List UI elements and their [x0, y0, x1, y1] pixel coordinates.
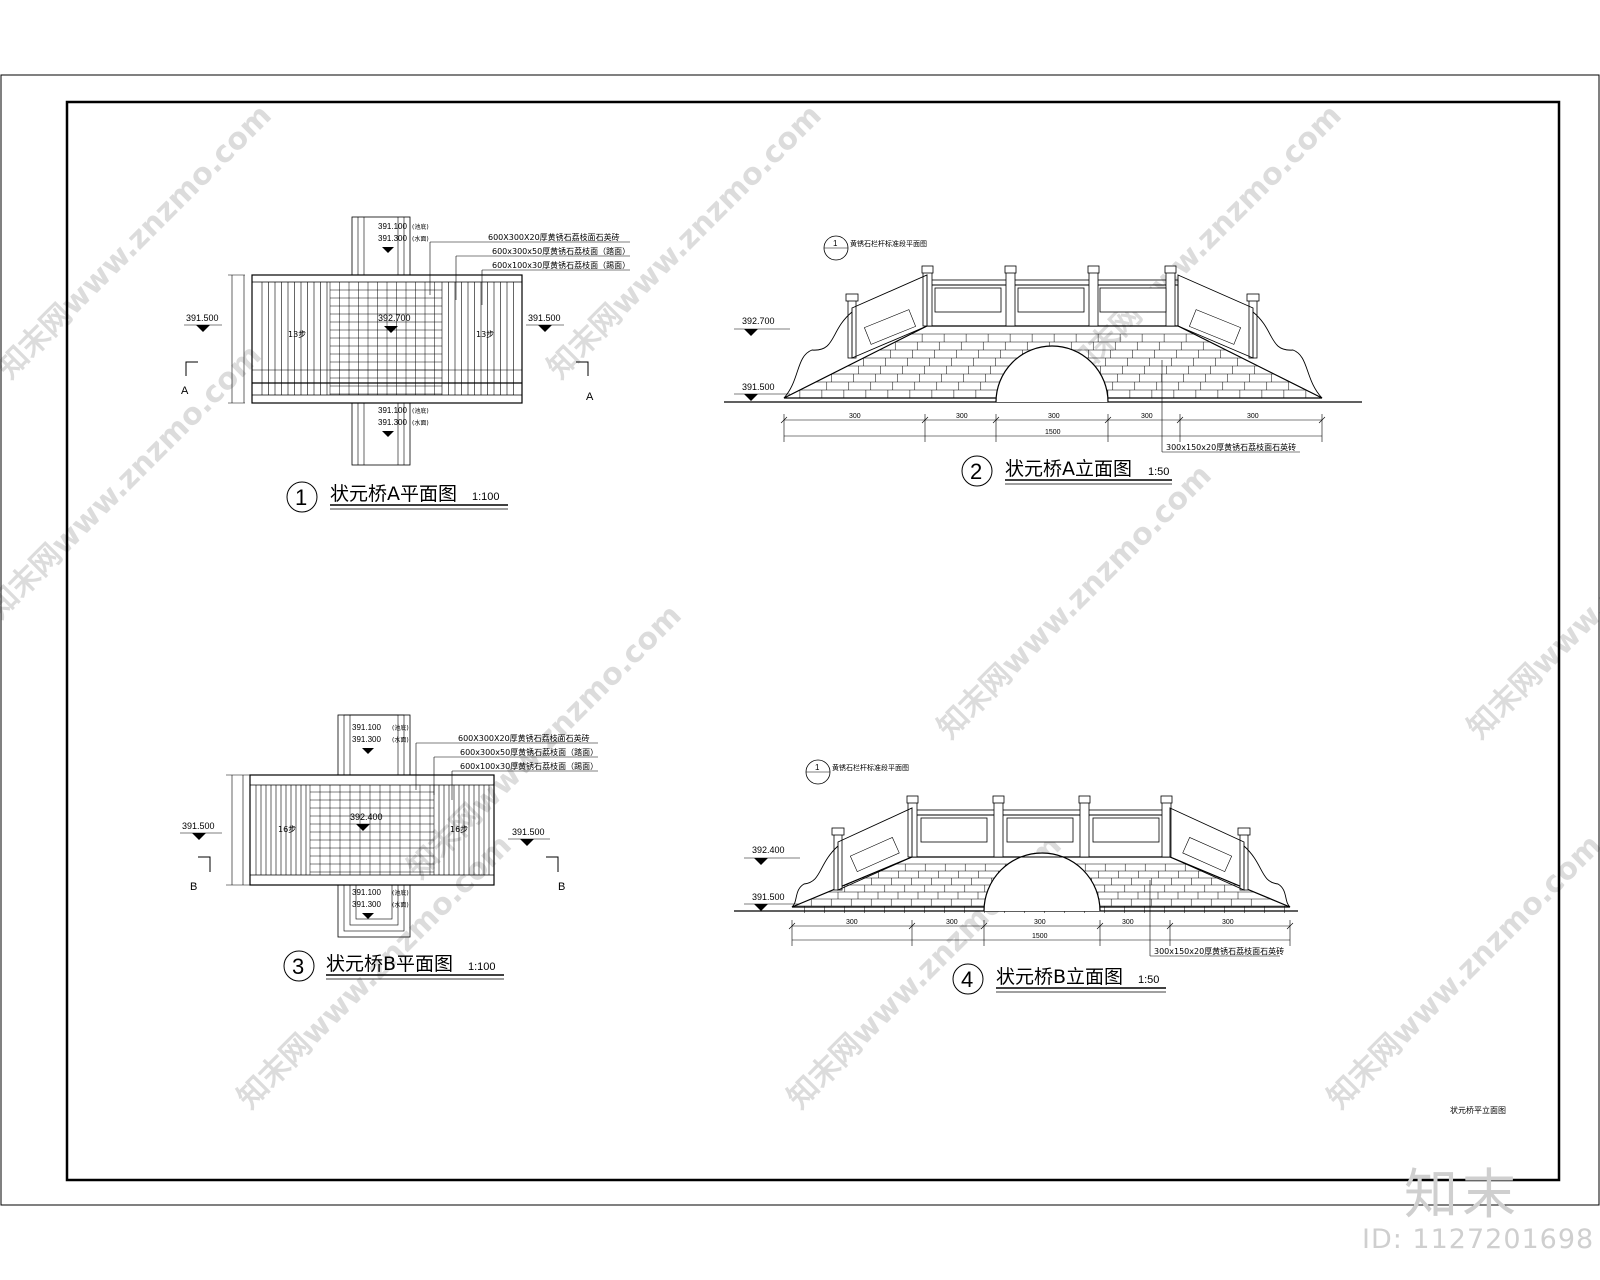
material-note: 600X300X20厚黄锈石荔枝面石英砖 — [458, 733, 590, 743]
elevation-label: 391.500 — [742, 382, 775, 392]
section-mark: B — [558, 881, 565, 893]
material-note: 600x300x50厚黄锈石荔枝面（踏面） — [460, 747, 598, 757]
section-mark: B — [190, 881, 197, 893]
section-mark: A — [586, 391, 594, 403]
dimension-label: 300 — [1141, 413, 1153, 420]
drawing-number: 4 — [961, 967, 973, 992]
drawing-title: 状元桥A立面图 — [1005, 458, 1132, 480]
step-count-label: 13步 — [476, 330, 494, 339]
outer-frame — [0, 74, 1600, 1206]
drawing-number: 2 — [970, 459, 982, 484]
dimension-total: 1500 — [1045, 429, 1061, 436]
elevation-label: 391.500 — [186, 313, 219, 323]
elevation-label: 391.300 — [352, 900, 381, 909]
plan-b: 391.500 391.500 392.400 16步 16步 391.100 … — [180, 714, 598, 982]
drawing-scale: 1:100 — [468, 961, 496, 973]
elevation-label: 392.400 — [752, 845, 785, 855]
elevation-label: 391.100 — [378, 406, 407, 415]
elevation-label: 391.500 — [182, 821, 215, 831]
drawing-title: 状元桥B立面图 — [996, 966, 1123, 988]
section-mark: A — [181, 385, 189, 397]
drawing-scale: 1:50 — [1148, 466, 1169, 478]
elevation-label: 391.500 — [752, 892, 785, 902]
material-note: 300x150x20厚黄锈石荔枝面石英砖 — [1166, 442, 1296, 452]
watermark: 知末网www.znzmo.com — [1461, 458, 1600, 746]
watermark: 知末网www.znzmo.com — [931, 458, 1219, 746]
drawing-number-circle — [286, 481, 318, 513]
step-count-label: 16步 — [450, 825, 468, 834]
dimension-label: 300 — [1122, 919, 1134, 926]
elevation-label: 392.400 — [350, 812, 383, 822]
dimension-label: 300 — [846, 919, 858, 926]
elevation-b: 392.400 391.500 1 黄锈石栏杆标准段平面图 300 300 30… — [734, 759, 1298, 995]
elevation-label: 391.300 — [352, 735, 381, 744]
plan-a: 391.500 391.500 392.700 13步 13步 391.100 … — [181, 216, 630, 513]
watermark: 知末网www.znzmo.com — [0, 98, 279, 386]
elevation-note: (水面) — [392, 736, 409, 744]
callout-number: 1 — [815, 763, 820, 772]
elevation-note: (池底) — [392, 889, 409, 897]
elevation-label: 392.700 — [378, 313, 411, 323]
elevation-note: (池底) — [412, 407, 429, 415]
drawing-title: 状元桥A平面图 — [330, 483, 457, 505]
dimension-label: 300 — [1034, 919, 1046, 926]
elevation-marker — [196, 325, 210, 332]
watermark-brand: 知末 — [1404, 1163, 1520, 1226]
elevation-label: 391.100 — [378, 222, 407, 231]
dimension-label: 300 — [849, 413, 861, 420]
material-note: 600x100x30厚黄锈石荔枝面（踢面） — [492, 260, 630, 270]
drawing-number: 3 — [292, 954, 304, 979]
drawing-number: 1 — [295, 485, 307, 510]
callout-text: 黄锈石栏杆标准段平面图 — [832, 763, 909, 772]
drawing-title: 状元桥B平面图 — [326, 953, 453, 975]
dimension-label: 300 — [956, 413, 968, 420]
elevation-a: 392.700 391.500 1 黄锈石栏杆标准段平面图 300 300 30… — [724, 235, 1362, 487]
watermark-layer: 知末网www.znzmo.com 知末网www.znzmo.com 知末网www… — [0, 98, 1600, 1116]
elevation-marker — [384, 326, 398, 333]
elevation-label: 391.500 — [528, 313, 561, 323]
drawing-scale: 1:50 — [1138, 974, 1159, 986]
material-note: 600x300x50厚黄锈石荔枝面（踏面） — [492, 246, 630, 256]
watermark-id: ID: 1127201698 — [1362, 1224, 1595, 1255]
material-note: 300x150x20厚黄锈石荔枝面石英砖 — [1154, 946, 1284, 956]
dimension-label: 300 — [946, 919, 958, 926]
elevation-note: (水面) — [392, 901, 409, 909]
dimension-label: 300 — [1222, 919, 1234, 926]
callout-number: 1 — [833, 239, 838, 248]
dimension-total: 1500 — [1032, 933, 1048, 940]
step-count-label: 13步 — [288, 330, 306, 339]
inner-frame — [65, 100, 1561, 1182]
elevation-marker — [538, 325, 552, 332]
elevation-note: (水面) — [412, 235, 429, 243]
watermark: 知末网www.znzmo.com — [0, 338, 269, 626]
elevation-label: 391.500 — [512, 827, 545, 837]
material-note: 600x100x30厚黄锈石荔枝面（踢面） — [460, 761, 598, 771]
elevation-label: 391.300 — [378, 234, 407, 243]
elevation-label: 391.100 — [352, 723, 381, 732]
material-note: 600X300X20厚黄锈石荔枝面石英砖 — [488, 232, 620, 242]
elevation-note: (池底) — [412, 223, 429, 231]
elevation-note: (池底) — [392, 724, 409, 732]
drawing-scale: 1:100 — [472, 491, 500, 503]
elevation-note: (水面) — [412, 419, 429, 427]
step-count-label: 16步 — [278, 825, 296, 834]
callout-text: 黄锈石栏杆标准段平面图 — [850, 239, 927, 248]
elevation-label: 391.100 — [352, 888, 381, 897]
watermark: 知末网www.znzmo.com — [1061, 98, 1349, 386]
dimension-label: 300 — [1247, 413, 1259, 420]
sheet-title: 状元桥平立面图 — [1450, 1105, 1506, 1115]
dimension-label: 300 — [1048, 413, 1060, 420]
elevation-label: 392.700 — [742, 316, 775, 326]
elevation-label: 391.300 — [378, 418, 407, 427]
